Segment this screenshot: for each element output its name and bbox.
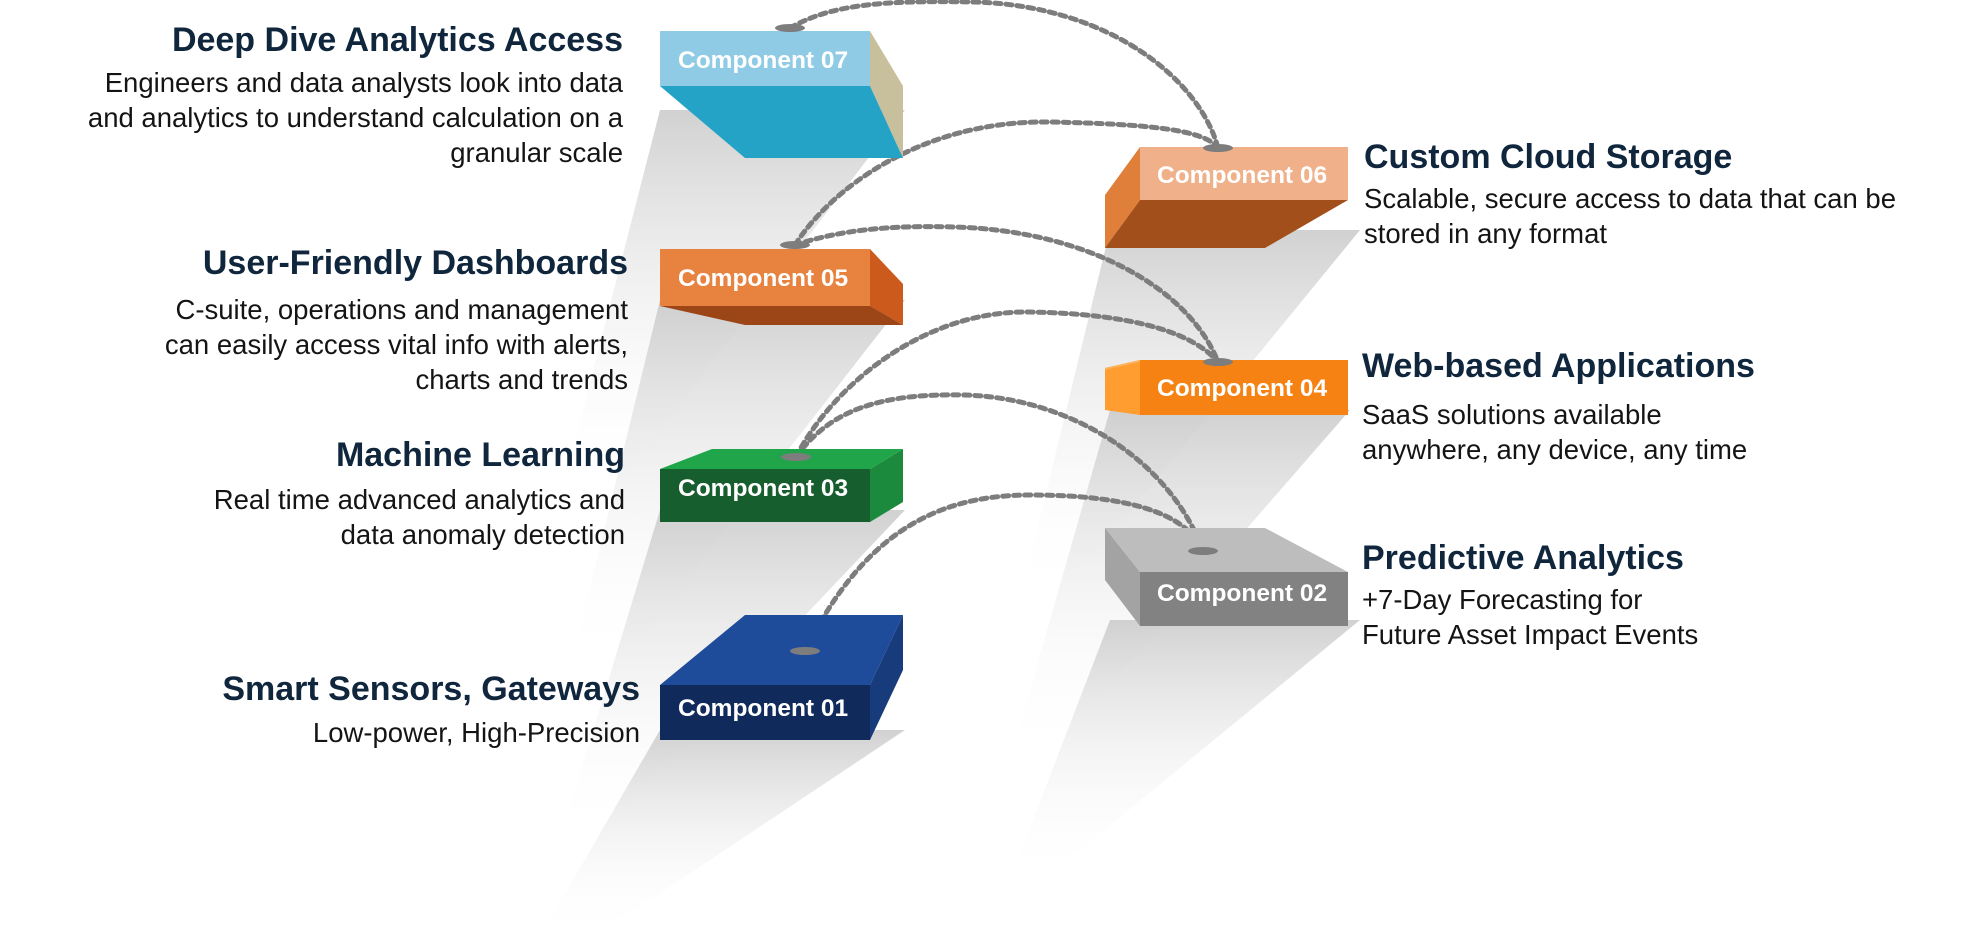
component-01-front-face [660, 685, 870, 740]
component-02-side-face [1105, 528, 1140, 626]
component-02-label: Component 02 [1157, 580, 1327, 607]
component-06-description-line: stored in any format [1364, 218, 1607, 249]
component-04-top-face [1105, 360, 1140, 370]
component-blocks: Component 01 Component 02 Component 03 Comp… [660, 24, 1348, 740]
component-04-block: Component 04 [1105, 358, 1348, 415]
component-04-label: Component 04 [1157, 375, 1328, 402]
connector-07-to-06 [787, 0, 1221, 151]
component-03-top-face [660, 449, 903, 469]
component-05-description-line: C-suite, operations and management [176, 294, 629, 325]
component-07-description-line: granular scale [450, 137, 623, 168]
shadow-component-01 [540, 730, 905, 937]
component-06-connector-node [1203, 144, 1233, 152]
component-04-side-face [1105, 360, 1140, 415]
component-07-description-line: Engineers and data analysts look into da… [105, 67, 624, 98]
component-06-label: Component 06 [1157, 162, 1327, 189]
component-06-title: Custom Cloud Storage [1364, 138, 1732, 176]
component-02-title: Predictive Analytics [1362, 539, 1684, 577]
component-02-description-line: +7-Day Forecasting for [1362, 584, 1642, 615]
component-04-description-line: SaaS solutions available [1362, 399, 1662, 430]
component-05-description-line: charts and trends [416, 364, 628, 395]
component-04-front-face [1140, 360, 1348, 415]
component-05-block: Component 05 [660, 241, 903, 325]
component-06-front-face [1140, 147, 1348, 200]
shadow-component-02 [1010, 620, 1360, 880]
component-07-front-face [660, 31, 870, 86]
connector-03-to-02 [793, 392, 1206, 554]
component-05-side-face [870, 249, 903, 325]
component-01-label: Component 01 [678, 695, 848, 722]
connector-05-to-06 [792, 119, 1221, 248]
component-04-title: Web-based Applications [1362, 347, 1755, 385]
connector-01-to-02 [802, 492, 1206, 654]
component-02-front-face [1140, 572, 1348, 626]
component-03-front-face [660, 469, 870, 522]
component-07-side-face [870, 31, 903, 158]
component-05-front-face [660, 249, 870, 306]
component-07-description-line: and analytics to understand calculation … [88, 102, 624, 133]
component-03-title: Machine Learning [336, 436, 625, 474]
connector-03-to-04 [793, 309, 1221, 460]
component-01-title: Smart Sensors, Gateways [222, 670, 640, 708]
component-02-top-face [1105, 528, 1348, 572]
component-03-connector-node [781, 453, 811, 461]
component-04-description-line: anywhere, any device, any time [1362, 434, 1747, 465]
component-05-top-face [660, 306, 903, 325]
component-05-description-line: can easily access vital info with alerts… [165, 329, 628, 360]
component-01-top-face [660, 615, 903, 685]
component-05-connector-node [780, 241, 810, 249]
component-03-description-line: data anomaly detection [341, 519, 625, 550]
component-05-label: Component 05 [678, 265, 848, 292]
component-03-block: Component 03 [660, 449, 903, 522]
component-07-block: Component 07 [660, 24, 903, 158]
component-01-side-face [870, 615, 903, 740]
component-04-connector-node [1203, 358, 1233, 366]
component-07-connector-node [775, 24, 805, 32]
component-01-connector-node [790, 647, 820, 655]
component-03-side-face [870, 449, 903, 522]
component-06-block: Component 06 [1105, 144, 1348, 248]
component-06-side-face [1105, 147, 1140, 248]
component-03-description-line: Real time advanced analytics and [214, 484, 625, 515]
component-07-label: Component 07 [678, 47, 848, 74]
component-07-top-face [660, 86, 903, 158]
component-02-block: Component 02 [1105, 528, 1348, 626]
component-07-title: Deep Dive Analytics Access [172, 21, 623, 59]
component-02-description-line: Future Asset Impact Events [1362, 619, 1698, 650]
component-06-description-line: Scalable, secure access to data that can… [1364, 183, 1896, 214]
component-01-block: Component 01 [660, 615, 903, 740]
connector-05-to-04 [792, 224, 1221, 365]
component-05-title: User-Friendly Dashboards [203, 244, 628, 282]
component-01-description-line: Low-power, High-Precision [313, 717, 640, 748]
connectors [787, 0, 1221, 654]
component-02-text: Predictive Analytics +7-Day Forecasting f… [1362, 539, 1698, 650]
component-03-label: Component 03 [678, 475, 848, 502]
component-06-top-face [1105, 200, 1348, 248]
component-02-connector-node [1188, 547, 1218, 555]
